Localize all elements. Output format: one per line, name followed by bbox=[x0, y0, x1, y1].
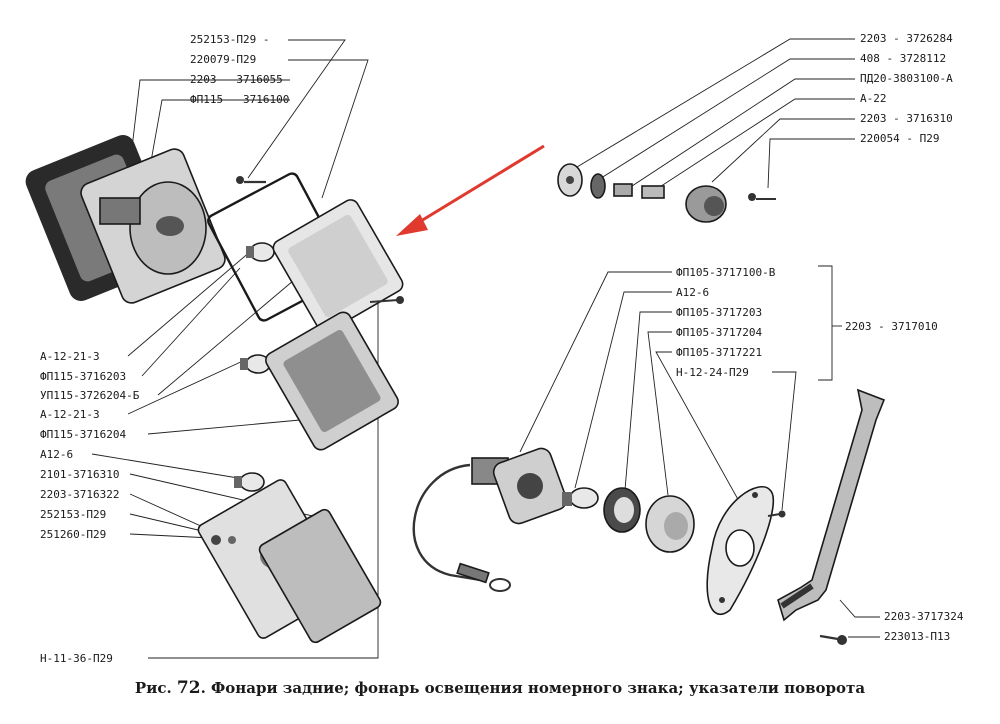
label-a12-21-3-lower: А-12-21-3 bbox=[40, 408, 100, 421]
label-2101-3716310: 2101-3716310 bbox=[40, 468, 119, 481]
label-pd20-3803100-a: ПД20-3803100-А bbox=[860, 72, 953, 85]
label-a12-6-left: А12-6 bbox=[40, 448, 73, 461]
label-fp105-3717204: ФП105-3717204 bbox=[676, 326, 762, 339]
caption-number: 72 bbox=[176, 678, 201, 698]
small-screw-right bbox=[767, 510, 786, 518]
label-251260-p29: 251260-П29 bbox=[40, 528, 106, 541]
left-labels: А-12-21-3 ФП115-3716203 УП115-3726204-Б … bbox=[40, 350, 140, 665]
turn-signal-bracket bbox=[777, 388, 886, 622]
small-nuts bbox=[211, 535, 236, 545]
turn-signal-socket bbox=[412, 447, 568, 592]
lens-lower bbox=[265, 311, 399, 451]
label-2203-3716055: 2203 - 3716055 bbox=[190, 73, 283, 86]
label-220054-p29: 220054 - П29 bbox=[860, 132, 939, 145]
long-screw bbox=[369, 296, 404, 304]
label-n12-24-p29: Н-12-24-П29 bbox=[676, 366, 749, 379]
label-252153-p29-top: 252153-П29 - bbox=[190, 33, 269, 46]
plate-lamp-housing bbox=[258, 508, 382, 644]
label-a12-6-right: А12-6 bbox=[676, 286, 709, 299]
top-right-labels: 2203 - 3726284 408 - 3728112 ПД20-380310… bbox=[860, 32, 953, 145]
turn-signal-bulb bbox=[562, 487, 599, 509]
label-group-2203-3717010: 2203 - 3717010 bbox=[845, 320, 938, 333]
caption-text: . Фонари задние; фонарь освещения номерн… bbox=[200, 679, 866, 697]
label-fp115-3716204: ФП115-3716204 bbox=[40, 428, 126, 441]
screw-top bbox=[236, 176, 266, 184]
label-up115-3726204-b: УП115-3726204-Б bbox=[40, 389, 140, 402]
label-fp105-3717221: ФП105-3717221 bbox=[676, 346, 762, 359]
label-fp105-3717100-v: ФП105-3717100-В bbox=[676, 266, 776, 279]
bulb-middle bbox=[240, 354, 271, 374]
top-left-labels: 252153-П29 - 220079-П29 2203 - 3716055 Ф… bbox=[190, 33, 289, 106]
label-2203-3716322: 2203-3716322 bbox=[40, 488, 119, 501]
label-2203-3716310: 2203 - 3716310 bbox=[860, 112, 953, 125]
bulb-lower bbox=[234, 472, 265, 492]
left-leaders bbox=[91, 244, 379, 659]
label-2203-3726284: 2203 - 3726284 bbox=[860, 32, 953, 45]
label-n11-36-p29: Н-11-36-П29 bbox=[40, 652, 113, 665]
label-252153-p29-bottom: 252153-П29 bbox=[40, 508, 106, 521]
top-right-leaders bbox=[571, 38, 855, 193]
label-fp105-3717203: ФП105-3717203 bbox=[676, 306, 762, 319]
turn-signal-lens bbox=[645, 495, 695, 553]
bottom-right-labels: 2203-3717324 223013-П13 bbox=[884, 610, 964, 643]
label-220079-p29: 220079-П29 bbox=[190, 53, 256, 66]
turn-signal-ring bbox=[603, 487, 641, 533]
label-a-22: А-22 bbox=[860, 92, 887, 105]
label-fp115-3716203: ФП115-3716203 bbox=[40, 370, 126, 383]
label-223013-p13: 223013-П13 bbox=[884, 630, 950, 643]
figure-caption: Рис. 72. Фонари задние; фонарь освещения… bbox=[0, 678, 1000, 698]
bottom-right-leaders bbox=[839, 599, 880, 638]
right-mid-leaders bbox=[519, 265, 842, 513]
lamp-socket-plate bbox=[80, 148, 226, 304]
top-left-leaders bbox=[131, 39, 369, 199]
label-fp115-3716100: ФП115 - 3716100 bbox=[190, 93, 289, 106]
bracket-screw bbox=[819, 634, 847, 645]
lens-upper bbox=[272, 199, 404, 333]
bulb-upper bbox=[246, 242, 275, 262]
caption-prefix: Рис. bbox=[134, 679, 172, 697]
right-mid-labels: ФП105-3717100-В А12-6 ФП105-3717203 ФП10… bbox=[676, 266, 938, 379]
label-2203-3717324: 2203-3717324 bbox=[884, 610, 964, 623]
red-pointer-arrow bbox=[396, 144, 545, 236]
turn-signal-gasket bbox=[706, 485, 775, 616]
label-a12-21-3-upper: А-12-21-3 bbox=[40, 350, 100, 363]
side-repeater-parts bbox=[557, 163, 776, 223]
label-408-3728112: 408 - 3728112 bbox=[860, 52, 946, 65]
